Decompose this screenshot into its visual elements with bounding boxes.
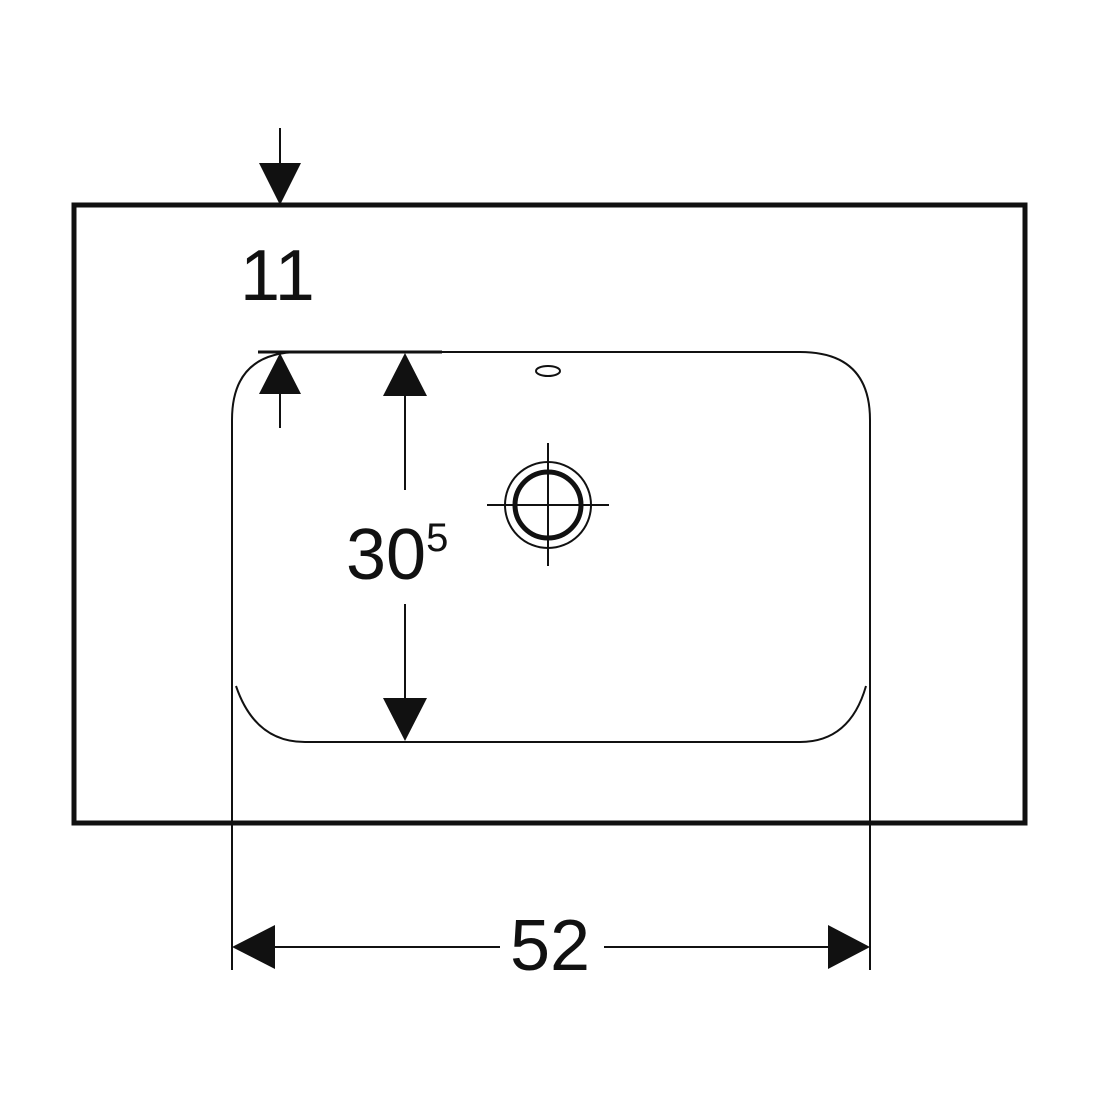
offset-dimension-arrow (259, 128, 301, 428)
drain-outlet (487, 443, 609, 566)
depth-dimension-label: 305 (346, 515, 448, 595)
tap-hole (535, 365, 561, 377)
countertop-outline (71, 202, 1028, 826)
basin-outline-top (231, 351, 871, 655)
offset-dimension-label: 11 (240, 236, 315, 316)
width-dimension-arrow (232, 925, 870, 969)
basin-outline-bottom (235, 685, 867, 743)
depth-dimension-main: 30 (346, 515, 426, 595)
width-dimension-label: 52 (510, 906, 590, 986)
depth-dimension-arrow (383, 353, 427, 741)
depth-dimension-superscript: 5 (426, 516, 448, 560)
